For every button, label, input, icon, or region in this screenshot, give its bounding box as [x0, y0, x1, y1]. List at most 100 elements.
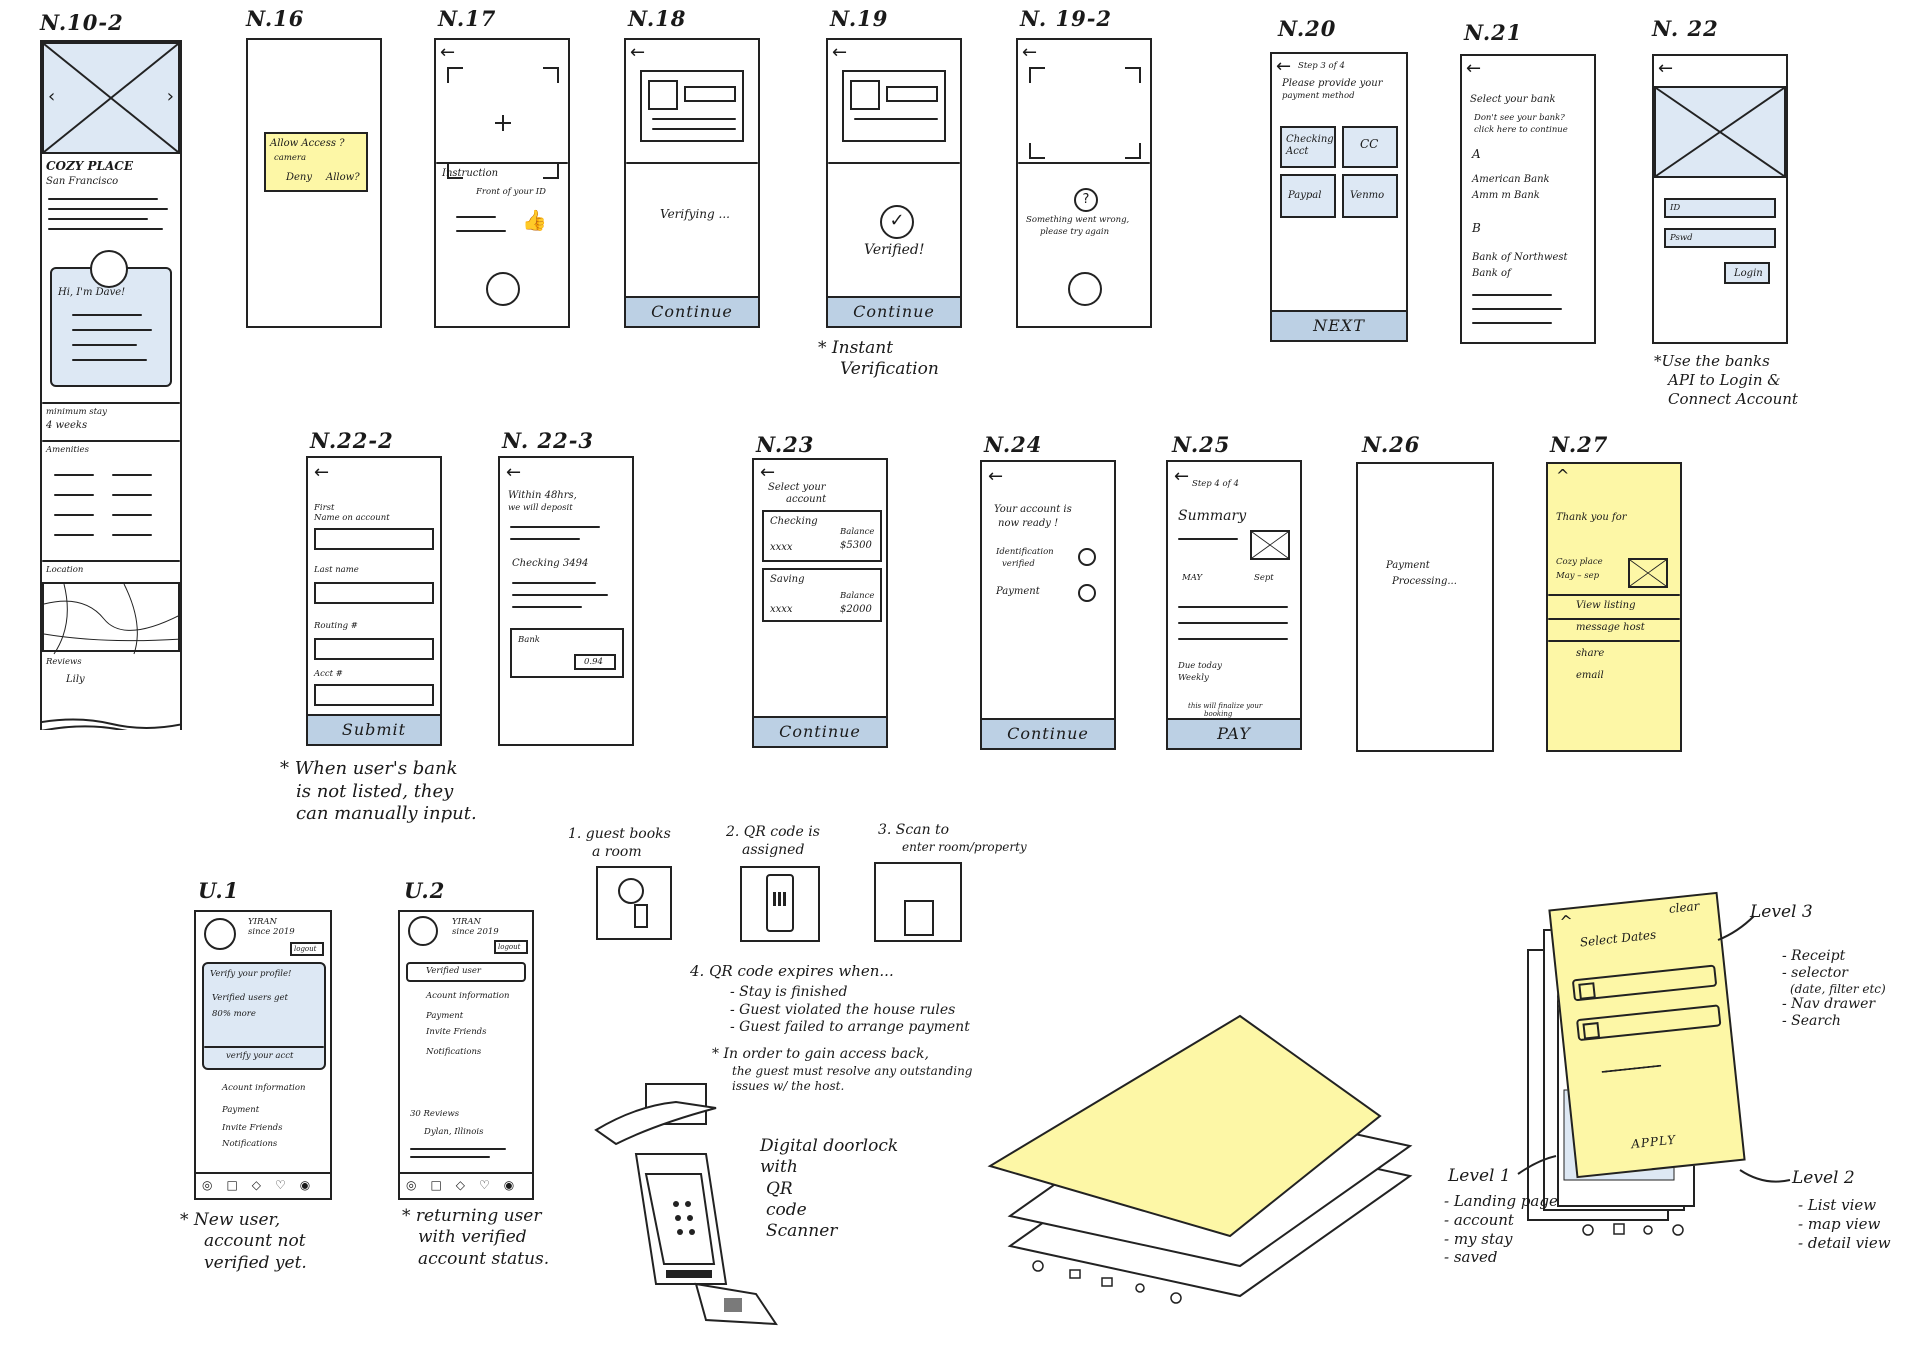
qr-expiry-bullets: - Stay is finished - Guest violated the … [730, 984, 970, 1037]
checking-account: Checking 3494 [512, 558, 589, 569]
menu-payment[interactable]: Payment [222, 1105, 260, 1115]
password-field[interactable]: Pswd [1664, 228, 1776, 248]
deposit-amount: 0.94 [584, 657, 603, 667]
menu-notifications[interactable]: Notifications [222, 1139, 278, 1149]
end-date-field[interactable] [1575, 1004, 1722, 1042]
bank-item[interactable]: Amm m Bank [1472, 190, 1540, 201]
continue-button[interactable]: Continue [754, 716, 886, 746]
note-line: * In order to gain access back, [712, 1046, 929, 1062]
email-action[interactable]: email [1576, 670, 1604, 681]
host-greeting: Hi, I'm Dave! [58, 287, 126, 298]
id-card-preview [842, 70, 946, 142]
bank-hint[interactable]: Don't see your bank? [1474, 113, 1565, 123]
option-venmo[interactable]: Venmo [1342, 174, 1398, 218]
logout-button[interactable]: logout [494, 940, 528, 954]
id-field[interactable]: ID [1664, 198, 1776, 218]
pay-button[interactable]: PAY [1168, 718, 1300, 748]
verify-account-button[interactable]: verify your acct [226, 1051, 294, 1061]
booked-dates: May – sep [1556, 571, 1600, 581]
start-date-field[interactable] [1571, 964, 1718, 1002]
balance-label: Balance [840, 527, 875, 537]
menu-payment[interactable]: Payment [426, 1011, 464, 1021]
option-paypal[interactable]: Paypal [1280, 174, 1336, 218]
chevron-up-icon[interactable]: ^ [1556, 466, 1570, 485]
chevron-right-icon[interactable]: › [166, 86, 174, 107]
option-cc[interactable]: CC [1342, 126, 1398, 168]
screen-n21: ← Select your bank Don't see your bank? … [1460, 54, 1596, 344]
back-arrow-icon[interactable]: ← [630, 42, 646, 63]
level1-items: - Landing page - account - my stay - sav… [1444, 1192, 1558, 1267]
share-action[interactable]: share [1576, 648, 1605, 659]
screen-label-u1: U.1 [198, 878, 240, 903]
allow-button[interactable]: Allow? [326, 172, 360, 183]
apply-button[interactable]: APPLY [1630, 1132, 1677, 1152]
note-line: verified yet. [204, 1252, 307, 1273]
acct-field[interactable] [314, 684, 434, 706]
step-indicator: Step 3 of 4 [1298, 61, 1345, 71]
finalize-warning-2: booking [1204, 710, 1233, 718]
chevron-left-icon[interactable]: ‹ [48, 86, 56, 107]
back-arrow-icon[interactable]: ← [1466, 58, 1482, 79]
calendar-icon [1578, 982, 1596, 1000]
back-arrow-icon[interactable]: ← [832, 42, 848, 63]
map-thumbnail[interactable] [42, 582, 180, 655]
bottom-nav[interactable]: ◎□◇♡◉ [400, 1172, 532, 1198]
routing-label: Routing # [314, 621, 358, 631]
back-arrow-icon[interactable]: ← [1276, 56, 1292, 77]
error-message: Something went wrong, [1026, 215, 1130, 225]
back-arrow-icon[interactable]: ← [440, 42, 456, 63]
screen-label-n23: N.23 [756, 432, 815, 457]
continue-button[interactable]: Continue [626, 296, 758, 326]
chevron-up-icon[interactable]: ^ [1558, 911, 1575, 932]
acct-label: Acct # [314, 669, 343, 679]
menu-invite-friends[interactable]: Invite Friends [222, 1123, 283, 1133]
back-arrow-icon[interactable]: ← [1022, 42, 1038, 63]
first-label: First [314, 503, 335, 513]
option-checking[interactable]: Checking Acct [1280, 126, 1336, 168]
account-card-checking[interactable]: Checking Balance xxxx $5300 [762, 510, 882, 562]
menu-account-info[interactable]: Acount information [426, 991, 510, 1001]
menu-notifications[interactable]: Notifications [426, 1047, 482, 1057]
screen-n20: ← Step 3 of 4 Please provide your paymen… [1270, 52, 1408, 342]
bank-item[interactable]: Bank of Northwest [1472, 252, 1568, 263]
submit-button[interactable]: Submit [308, 714, 440, 744]
name-field[interactable] [314, 528, 434, 550]
instruction-front-id: Front of your ID [476, 187, 546, 197]
screen-n25: ← Step 4 of 4 Summary MAY Sept Due today… [1166, 460, 1302, 750]
verify-text: Verified users get [212, 993, 288, 1003]
bottom-nav[interactable]: ◎□◇♡◉ [196, 1172, 330, 1198]
back-arrow-icon[interactable]: ← [988, 466, 1004, 487]
note-line: - map view [1798, 1214, 1881, 1233]
person-icon [618, 878, 644, 904]
back-arrow-icon[interactable]: ← [1174, 466, 1190, 487]
bank-item[interactable]: Bank of [1472, 268, 1511, 279]
note-line: - account [1444, 1210, 1514, 1229]
bank-hint-2[interactable]: click here to continue [1474, 125, 1568, 135]
back-arrow-icon[interactable]: ← [506, 462, 522, 483]
back-arrow-icon[interactable]: ← [760, 462, 776, 483]
camera-icon[interactable] [486, 272, 520, 306]
menu-account-info[interactable]: Acount information [222, 1083, 306, 1093]
account-card-saving[interactable]: Saving Balance xxxx $2000 [762, 568, 882, 622]
option-label: Checking Acct [1286, 134, 1334, 157]
clear-button[interactable]: clear [1668, 898, 1701, 916]
bank-item[interactable]: American Bank [1472, 174, 1550, 185]
last-name-field[interactable] [314, 582, 434, 604]
note-line: 1. guest books [568, 826, 671, 842]
layer-stack-illustration [987, 1014, 1413, 1304]
back-arrow-icon[interactable]: ← [314, 462, 330, 483]
routing-field[interactable] [314, 638, 434, 660]
continue-button[interactable]: Continue [982, 718, 1114, 748]
deny-button[interactable]: Deny [286, 172, 313, 183]
field-label: ID [1670, 203, 1681, 213]
note-line: - Receipt [1782, 948, 1846, 964]
back-arrow-icon[interactable]: ← [1658, 58, 1674, 79]
menu-invite-friends[interactable]: Invite Friends [426, 1027, 487, 1037]
continue-button[interactable]: Continue [828, 296, 960, 326]
logout-button[interactable]: logout [290, 942, 324, 956]
next-button[interactable]: NEXT [1272, 310, 1406, 340]
camera-icon[interactable] [1068, 272, 1102, 306]
message-host-action[interactable]: message host [1576, 622, 1645, 633]
login-button[interactable]: Login [1724, 262, 1770, 284]
view-listing-action[interactable]: View listing [1576, 600, 1636, 611]
